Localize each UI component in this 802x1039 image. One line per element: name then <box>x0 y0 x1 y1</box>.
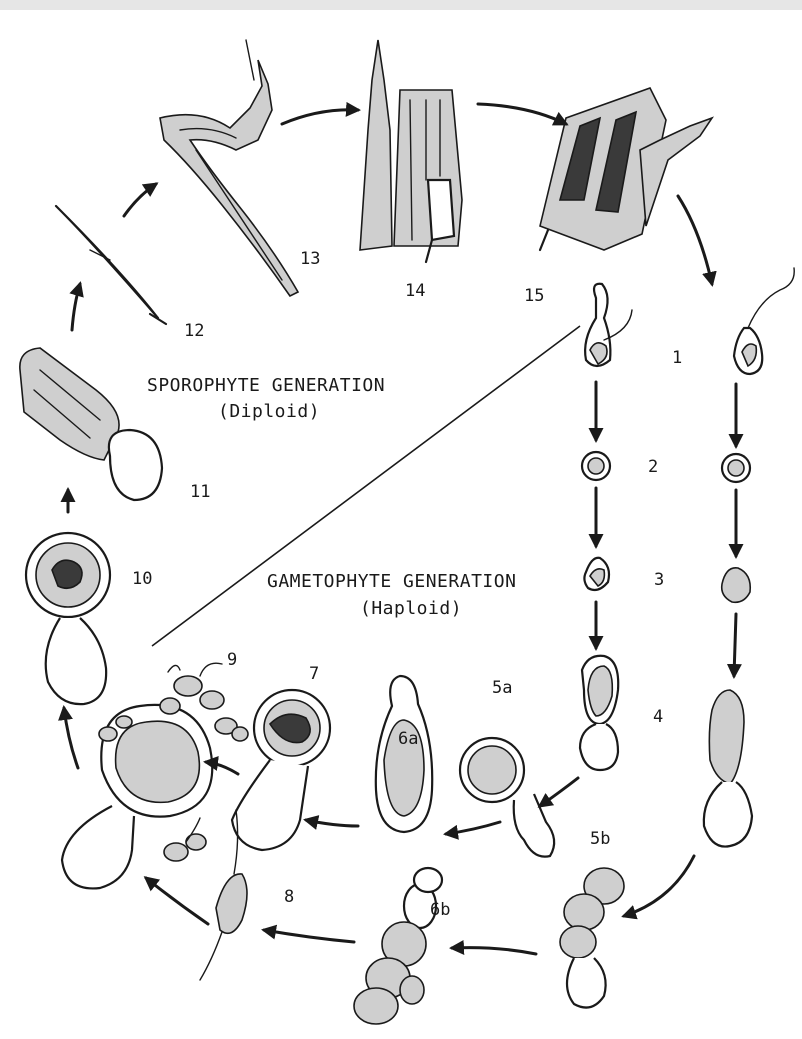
arrow-14-15 <box>478 104 566 124</box>
stage-14-mature-filament <box>360 40 462 262</box>
gametophyte-generation-label: GAMETOPHYTE GENERATION <box>267 571 516 592</box>
stages-1-4-left-column <box>580 284 632 770</box>
stages-1-4-right-column <box>704 268 794 847</box>
arrow-6a-7 <box>306 820 358 826</box>
arrow-5a-6a <box>446 822 500 834</box>
stage-label-15: 15 <box>524 286 544 306</box>
stage-label-1: 1 <box>672 348 682 368</box>
stage-label-10: 10 <box>132 569 152 589</box>
stage-11-sporangium <box>20 348 162 500</box>
arrow-12-13 <box>124 184 156 216</box>
stage-5a-cell <box>460 738 554 857</box>
stage-label-11: 11 <box>190 482 210 502</box>
stage-15-fertile-filament <box>540 88 712 250</box>
arrow-8-9 <box>146 878 208 924</box>
stage-label-5a: 5a <box>492 678 512 698</box>
arrow-4-5a <box>540 778 578 806</box>
stage-label-6b: 6b <box>430 900 450 920</box>
stage-label-5b: 5b <box>590 829 610 849</box>
arrow-6b-8 <box>264 930 354 942</box>
stage-7-gametangium <box>232 690 330 850</box>
stage-label-2: 2 <box>648 457 658 477</box>
stage-label-3: 3 <box>654 570 664 590</box>
stage-6b-chain <box>354 868 442 1024</box>
stage-5b-chain <box>560 868 624 1008</box>
stage-10-zygote <box>26 533 110 704</box>
stage-label-8: 8 <box>284 887 294 907</box>
top-band <box>0 0 802 10</box>
stage-label-6a: 6a <box>398 729 418 749</box>
arrow-5b-6b <box>452 948 536 954</box>
stage-label-7: 7 <box>309 664 319 684</box>
stage-label-12: 12 <box>184 321 204 341</box>
arrow-11-12 <box>72 284 80 330</box>
gametophyte-ploidy-label: (Haploid) <box>360 598 462 619</box>
arrow-9-10 <box>64 708 78 768</box>
stage-6a-cell <box>376 676 432 832</box>
stage-label-13: 13 <box>300 249 320 269</box>
stage-13-filament <box>160 40 298 296</box>
stage-label-4: 4 <box>653 707 663 727</box>
stage-label-14: 14 <box>405 281 425 301</box>
sporophyte-ploidy-label: (Diploid) <box>218 401 320 422</box>
stage-12-germling <box>56 206 166 324</box>
arrow-3-4-right <box>734 614 736 676</box>
arrow-13-14 <box>282 110 358 124</box>
sporophyte-generation-label: SPOROPHYTE GENERATION <box>147 375 385 396</box>
arrow-4-5b <box>624 856 694 916</box>
arrow-15-1 <box>678 196 712 284</box>
stage-label-9: 9 <box>227 650 237 670</box>
